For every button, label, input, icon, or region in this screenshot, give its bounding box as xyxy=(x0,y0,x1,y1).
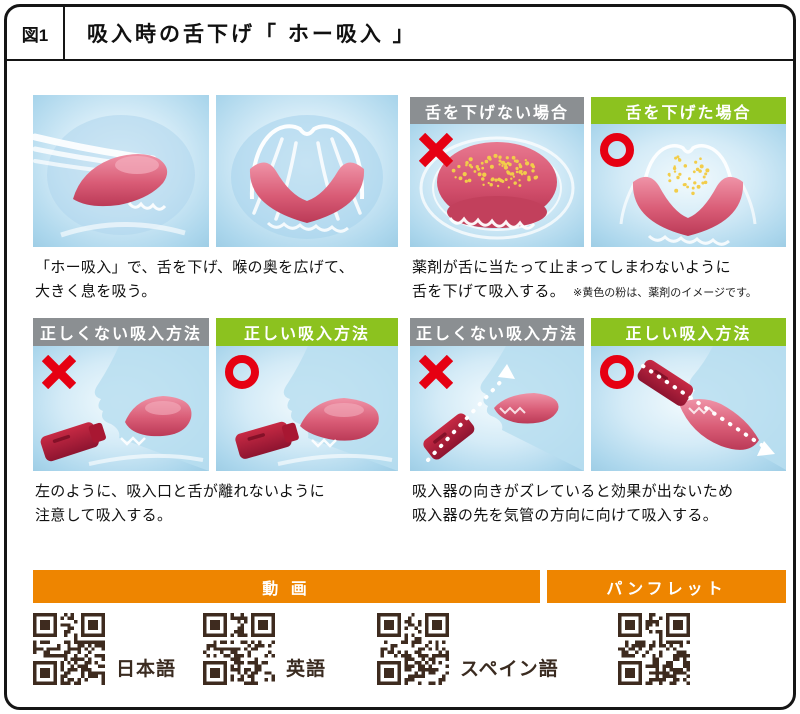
good-case-header: 舌を下げた場合 xyxy=(591,97,786,124)
panel-row xyxy=(410,124,786,247)
illustration-inhaler-separated xyxy=(33,346,209,471)
caption-line: 吸入器の向きがズレていると効果が出ないため xyxy=(412,483,734,500)
page-title: 吸入時の舌下げ「 ホー吸入 」 xyxy=(87,23,417,46)
cross-mark-icon xyxy=(419,355,453,389)
resources-footer: 動 画 パンフレット 日本語 英語 スペイン語 xyxy=(33,570,786,714)
illustration-tongue-not-lowered xyxy=(410,124,584,247)
header-band-row: 舌を下げない場合 舌を下げた場合 xyxy=(410,97,786,124)
figure-header: 図1 吸入時の舌下げ「 ホー吸入 」 xyxy=(7,7,793,61)
circle-mark-icon xyxy=(225,355,259,389)
qr-language-label: スペイン語 xyxy=(460,659,559,680)
cross-mark-icon xyxy=(419,133,453,167)
header-band-row: 正しくない吸入方法 正しい吸入方法 xyxy=(33,318,398,346)
circle-mark-icon xyxy=(600,355,634,389)
powder-note: ※黄色の粉は、薬剤のイメージです。 xyxy=(573,287,757,299)
section-inhaler-direction: 正しくない吸入方法 正しい吸入方法 xyxy=(410,318,786,528)
illustration-front-view-throat-open xyxy=(216,95,398,247)
qr-code xyxy=(203,613,275,685)
caption-line: 吸入器の先を気管の方向に向けて吸入する。 xyxy=(412,507,719,524)
illustration-inhaler-touching-tongue xyxy=(216,346,398,471)
caption-inhaler-direction: 吸入器の向きがズレていると効果が出ないため 吸入器の先を気管の方向に向けて吸入す… xyxy=(412,480,786,528)
panel-row xyxy=(33,95,398,247)
powder-dots xyxy=(667,155,710,196)
circle-mark-icon xyxy=(600,133,634,167)
caption-mouthpiece-contact: 左のように、吸入口と舌が離れないように 注意して吸入する。 xyxy=(35,480,398,528)
qr-item-pamphlet xyxy=(618,613,690,685)
figure-content: 「ホー吸入」で、舌を下げ、喉の奥を広げて、 大きく息を吸う。 舌を下げない場合 … xyxy=(33,95,786,714)
qr-code xyxy=(33,613,105,685)
caption-line: 注意して吸入する。 xyxy=(35,507,173,524)
video-section-header: 動 画 xyxy=(33,570,540,603)
caption-tongue-position: 薬剤が舌に当たって止まってしまわないように 舌を下げて吸入する。 ※黄色の粉は、薬… xyxy=(412,256,786,305)
good-method-header: 正しい吸入方法 xyxy=(216,318,398,346)
pamphlet-section-header: パンフレット xyxy=(547,570,786,603)
figure-number-label: 図1 xyxy=(7,7,65,59)
qr-language-label: 英語 xyxy=(286,659,327,680)
qr-item-spanish: スペイン語 xyxy=(377,613,559,685)
illustration-inhaler-wrong-direction xyxy=(410,346,584,471)
panel-row xyxy=(33,346,398,471)
qr-code xyxy=(618,613,690,685)
caption-line: 薬剤が舌に当たって止まってしまわないように xyxy=(412,259,731,276)
figure-frame: 図1 吸入時の舌下げ「 ホー吸入 」 xyxy=(4,4,796,710)
header-band-row: 正しくない吸入方法 正しい吸入方法 xyxy=(410,318,786,346)
caption-line: 舌を下げて吸入する。 ※黄色の粉は、薬剤のイメージです。 xyxy=(412,280,786,305)
section-tongue-position-comparison: 舌を下げない場合 舌を下げた場合 xyxy=(410,95,786,305)
qr-code xyxy=(377,613,449,685)
section-ho-inhalation: 「ホー吸入」で、舌を下げ、喉の奥を広げて、 大きく息を吸う。 xyxy=(33,95,398,304)
illustration-tongue-lowered xyxy=(591,124,786,247)
qr-language-label: 日本語 xyxy=(116,659,177,680)
bad-method-header: 正しくない吸入方法 xyxy=(33,318,209,346)
illustration-side-view-inhale xyxy=(33,95,209,247)
caption-line: 「ホー吸入」で、舌を下げ、喉の奥を広げて、 xyxy=(35,259,354,276)
bad-method-header: 正しくない吸入方法 xyxy=(410,318,584,346)
qr-item-english: 英語 xyxy=(203,613,326,685)
illustration-inhaler-correct-direction xyxy=(591,346,786,471)
bad-case-header: 舌を下げない場合 xyxy=(410,97,584,124)
cross-mark-icon xyxy=(42,355,76,389)
powder-dots xyxy=(451,153,539,189)
good-method-header: 正しい吸入方法 xyxy=(591,318,786,346)
caption-line: 左のように、吸入口と舌が離れないように xyxy=(35,483,325,500)
panel-row xyxy=(410,346,786,471)
caption-line: 大きく息を吸う。 xyxy=(35,283,157,300)
caption-ho-inhalation: 「ホー吸入」で、舌を下げ、喉の奥を広げて、 大きく息を吸う。 xyxy=(35,256,398,304)
section-mouthpiece-contact: 正しくない吸入方法 正しい吸入方法 xyxy=(33,318,398,528)
qr-item-japanese: 日本語 xyxy=(33,613,176,685)
qr-code-row: 日本語 英語 スペイン語 xyxy=(33,613,786,703)
caption-line-text: 舌を下げて吸入する。 xyxy=(412,283,566,300)
